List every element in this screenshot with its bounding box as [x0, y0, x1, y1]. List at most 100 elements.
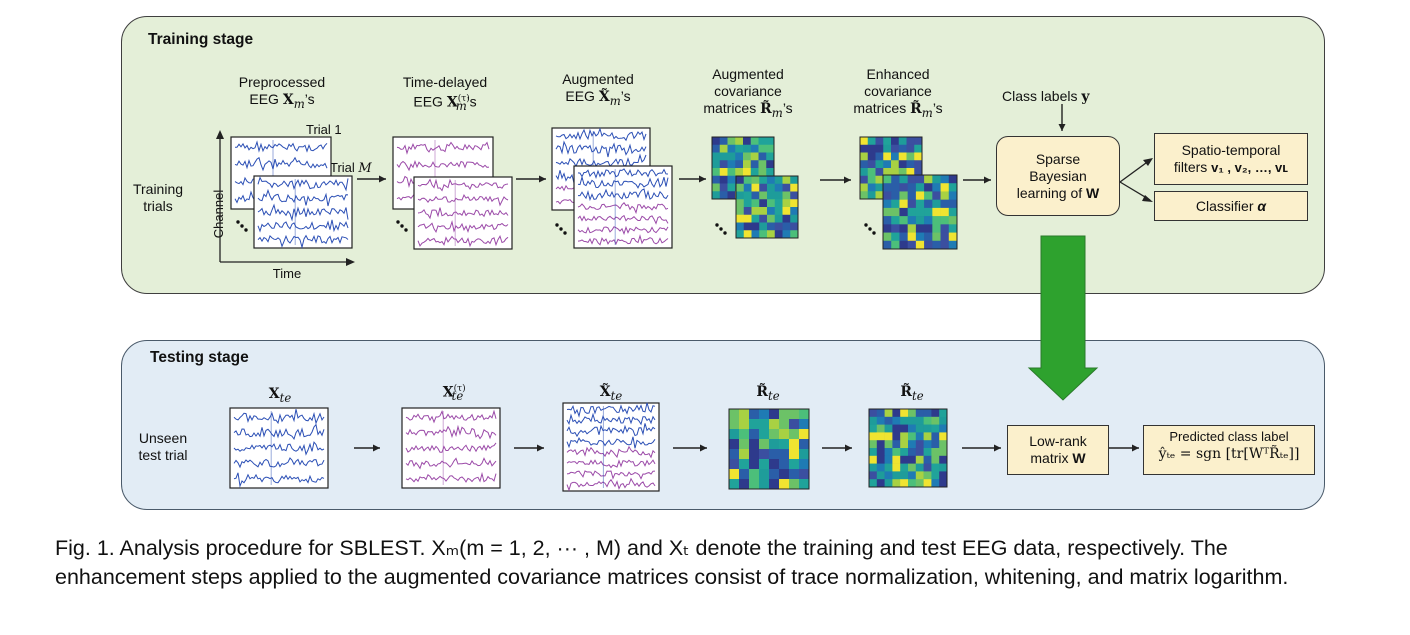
matrix-cell — [712, 191, 721, 200]
matrix-cell — [769, 429, 780, 440]
matrix-cell — [891, 216, 900, 225]
matrix-cell — [948, 216, 958, 225]
matrix-cell — [759, 207, 768, 216]
matrix-cell — [899, 207, 908, 217]
matrix-cell — [759, 409, 770, 420]
matrix-cell — [898, 152, 907, 161]
matrix-cell — [940, 199, 950, 209]
trial-last-label: Trial M — [330, 160, 372, 176]
matrix-cell — [727, 152, 736, 161]
matrix-cell — [907, 175, 917, 184]
matrix-cell — [908, 409, 917, 418]
matrix-cell — [739, 439, 750, 450]
matrix-cell — [908, 440, 917, 449]
matrix-cell — [769, 419, 780, 430]
matrix-cell — [735, 137, 744, 146]
matrix-cell — [915, 207, 925, 217]
matrix-cell — [759, 183, 768, 192]
eeg-trace — [417, 207, 509, 220]
matrix-cell — [884, 440, 893, 449]
matrix-cell — [736, 199, 745, 208]
matrix-cell — [884, 448, 893, 457]
matrix-cell — [932, 240, 941, 250]
matrix-cell — [892, 448, 901, 457]
eeg-trace — [233, 423, 325, 440]
matrix-cell — [779, 429, 790, 440]
test-delayed-panel — [401, 407, 501, 489]
matrix-cell — [869, 463, 878, 472]
matrix-cell — [735, 160, 744, 169]
matrix-cell — [931, 448, 940, 457]
matrix-cell — [860, 183, 869, 192]
matrix-cell — [719, 168, 728, 177]
matrix-cell — [931, 432, 940, 441]
matrix-cell — [908, 471, 917, 480]
matrix-cell — [898, 144, 907, 153]
matrix-cell — [727, 175, 736, 184]
matrix-cell — [860, 160, 869, 169]
matrix-cell — [712, 144, 721, 153]
arrowhead — [537, 444, 544, 452]
matrix-cell — [932, 183, 941, 192]
matrix-cell — [719, 175, 728, 184]
matrix-cell — [736, 207, 745, 216]
matrix-cell — [769, 449, 780, 460]
matrix-cell — [900, 416, 909, 425]
matrix-cell — [915, 240, 925, 250]
matrix-cell — [891, 207, 900, 217]
matrix-cell — [932, 207, 941, 217]
matrix-cell — [749, 439, 760, 450]
matrix-cell — [915, 479, 924, 488]
matrix-cell — [749, 449, 760, 460]
matrix-cell — [883, 152, 892, 161]
step2-label: Time-delayed EEG X(τ)m’s — [402, 74, 488, 114]
eeg-trace — [577, 234, 669, 246]
matrix-cell — [876, 479, 885, 488]
matrix-cell — [749, 479, 760, 490]
eeg-trace — [257, 219, 349, 233]
matrix-cell — [759, 459, 770, 470]
matrix-cell — [883, 224, 892, 233]
matrix-cell — [875, 137, 884, 146]
matrix-cell — [899, 240, 908, 250]
axis-arrowhead — [346, 258, 355, 266]
matrix-cell — [931, 463, 940, 472]
ellipsis-icon — [240, 224, 244, 228]
matrix-cell — [727, 191, 736, 200]
matrix-cell — [799, 419, 810, 430]
matrix-cell — [892, 471, 901, 480]
matrix-cell — [743, 207, 752, 216]
matrix-cell — [914, 137, 923, 146]
matrix-cell — [924, 199, 933, 209]
matrix-cell — [948, 240, 958, 250]
matrix-cell — [932, 175, 941, 184]
eeg-trace — [257, 188, 349, 207]
matrix-cell — [759, 214, 768, 223]
matrix-cell — [891, 137, 900, 146]
arrowhead — [1058, 124, 1066, 131]
time-axis-label: Time — [272, 266, 302, 281]
matrix-cell — [751, 183, 760, 192]
matrix-cell — [907, 207, 917, 217]
matrix-cell — [883, 183, 892, 192]
matrix-cell — [751, 230, 760, 239]
matrix-cell — [884, 416, 893, 425]
matrix-cell — [869, 416, 878, 425]
matrix-cell — [948, 207, 958, 217]
matrix-cell — [759, 176, 768, 185]
matrix-cell — [932, 199, 941, 209]
matrix-cell — [915, 448, 924, 457]
matrix-cell — [908, 463, 917, 472]
matrix-cell — [892, 463, 901, 472]
eeg-trace — [233, 441, 325, 456]
matrix-cell — [759, 429, 770, 440]
ellipsis-icon — [396, 220, 400, 224]
matrix-cell — [915, 191, 925, 200]
matrix-cell — [860, 144, 869, 153]
matrix-cell — [739, 469, 750, 480]
matrix-cell — [766, 152, 775, 161]
eeg-trace — [566, 436, 656, 449]
matrix-cell — [891, 232, 900, 242]
matrix-cell — [931, 424, 940, 433]
